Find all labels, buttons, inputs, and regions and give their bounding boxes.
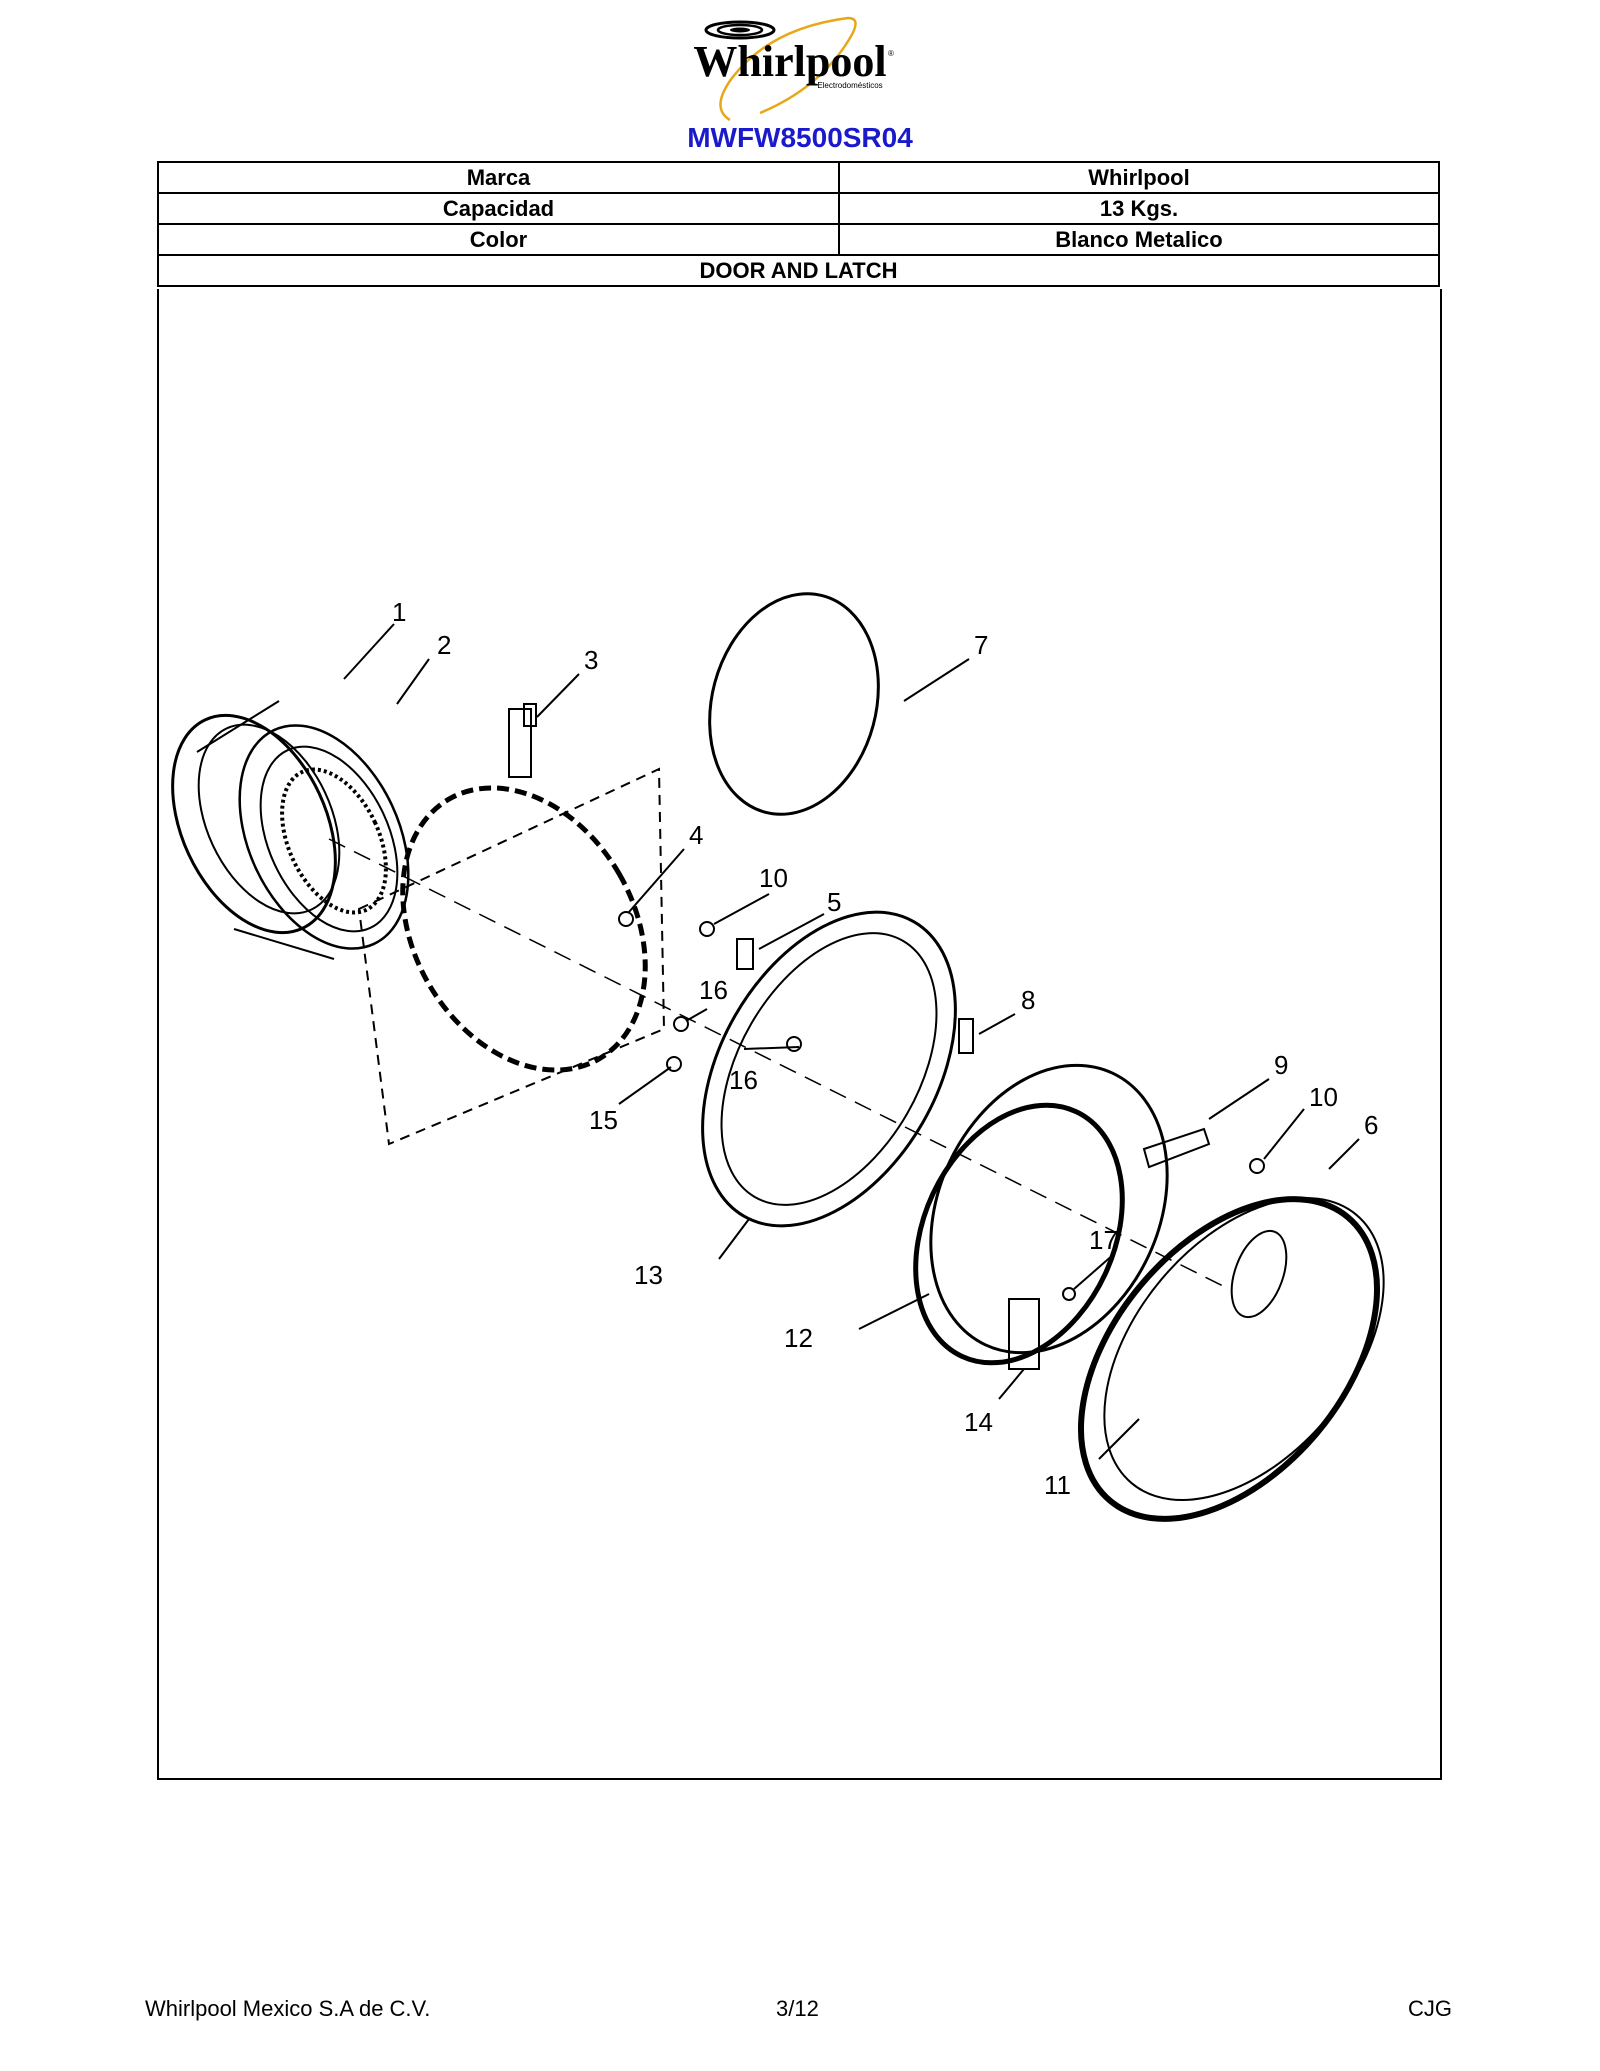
- callout-3: 3: [584, 645, 598, 675]
- front-panel-outline: [357, 767, 666, 1146]
- spec-table: Marca Whirlpool Capacidad 13 Kgs. Color …: [157, 161, 1440, 287]
- section-title: DOOR AND LATCH: [157, 254, 1440, 287]
- spec-row-capacidad: Capacidad 13 Kgs.: [157, 192, 1440, 225]
- logo-wordmark: Whirlpool: [693, 37, 886, 86]
- callout-15: 15: [589, 1105, 618, 1135]
- callout-10a: 10: [759, 863, 788, 893]
- inner-door-frame: [701, 910, 957, 1228]
- screw-part: [618, 911, 634, 927]
- bezel-ring-part: [171, 700, 410, 960]
- callout-16a: 16: [699, 975, 728, 1005]
- callout-7: 7: [974, 630, 988, 660]
- door-glass: [913, 1063, 1169, 1366]
- callout-2: 2: [437, 630, 451, 660]
- door-latch-diagram: 1 2 3 7 4 10 5 16 8 16 9 15 10 6 13 17 1…: [171, 592, 1385, 1522]
- callout-11: 11: [1044, 1470, 1071, 1500]
- callout-14: 14: [964, 1407, 993, 1437]
- spec-label: Color: [157, 223, 840, 256]
- callout-6: 6: [1364, 1110, 1378, 1140]
- callout-10b: 10: [1309, 1082, 1338, 1112]
- callout-16b: 16: [729, 1065, 758, 1095]
- callout-5: 5: [827, 887, 841, 917]
- gasket-part: [708, 592, 880, 816]
- logo-subtext: Electrodomésticos: [817, 81, 882, 90]
- spec-value: Blanco Metalico: [838, 223, 1440, 256]
- footer-company: Whirlpool Mexico S.A de C.V.: [145, 1996, 431, 2021]
- spec-row-color: Color Blanco Metalico: [157, 223, 1440, 256]
- leader-lines: [343, 623, 1360, 1460]
- callout-9: 9: [1274, 1050, 1288, 1080]
- callout-4: 4: [689, 820, 703, 850]
- callout-12: 12: [784, 1323, 813, 1353]
- callout-1: 1: [392, 597, 406, 627]
- footer-page-number: 3/12: [776, 1996, 819, 2021]
- callout-8: 8: [1021, 985, 1035, 1015]
- outer-door: [1078, 1196, 1385, 1522]
- footer-initials: CJG: [1408, 1996, 1452, 2021]
- spec-value: Whirlpool: [838, 161, 1440, 194]
- spec-row-marca: Marca Whirlpool: [157, 161, 1440, 194]
- whirlpool-logo: Whirlpool ® Electrodomésticos: [693, 16, 894, 122]
- spec-label: Capacidad: [157, 192, 840, 225]
- hinge-part: [508, 708, 532, 778]
- section-title-row: DOOR AND LATCH: [157, 254, 1440, 287]
- spec-value: 13 Kgs.: [838, 192, 1440, 225]
- svg-text:®: ®: [888, 49, 894, 58]
- exploded-diagram: 1 2 3 7 4 10 5 16 8 16 9 15 10 6 13 17 1…: [157, 289, 1442, 1780]
- callout-13: 13: [634, 1260, 663, 1290]
- model-number: MWFW8500SR04: [687, 122, 913, 153]
- spec-label: Marca: [157, 161, 840, 194]
- callout-17: 17: [1089, 1225, 1118, 1255]
